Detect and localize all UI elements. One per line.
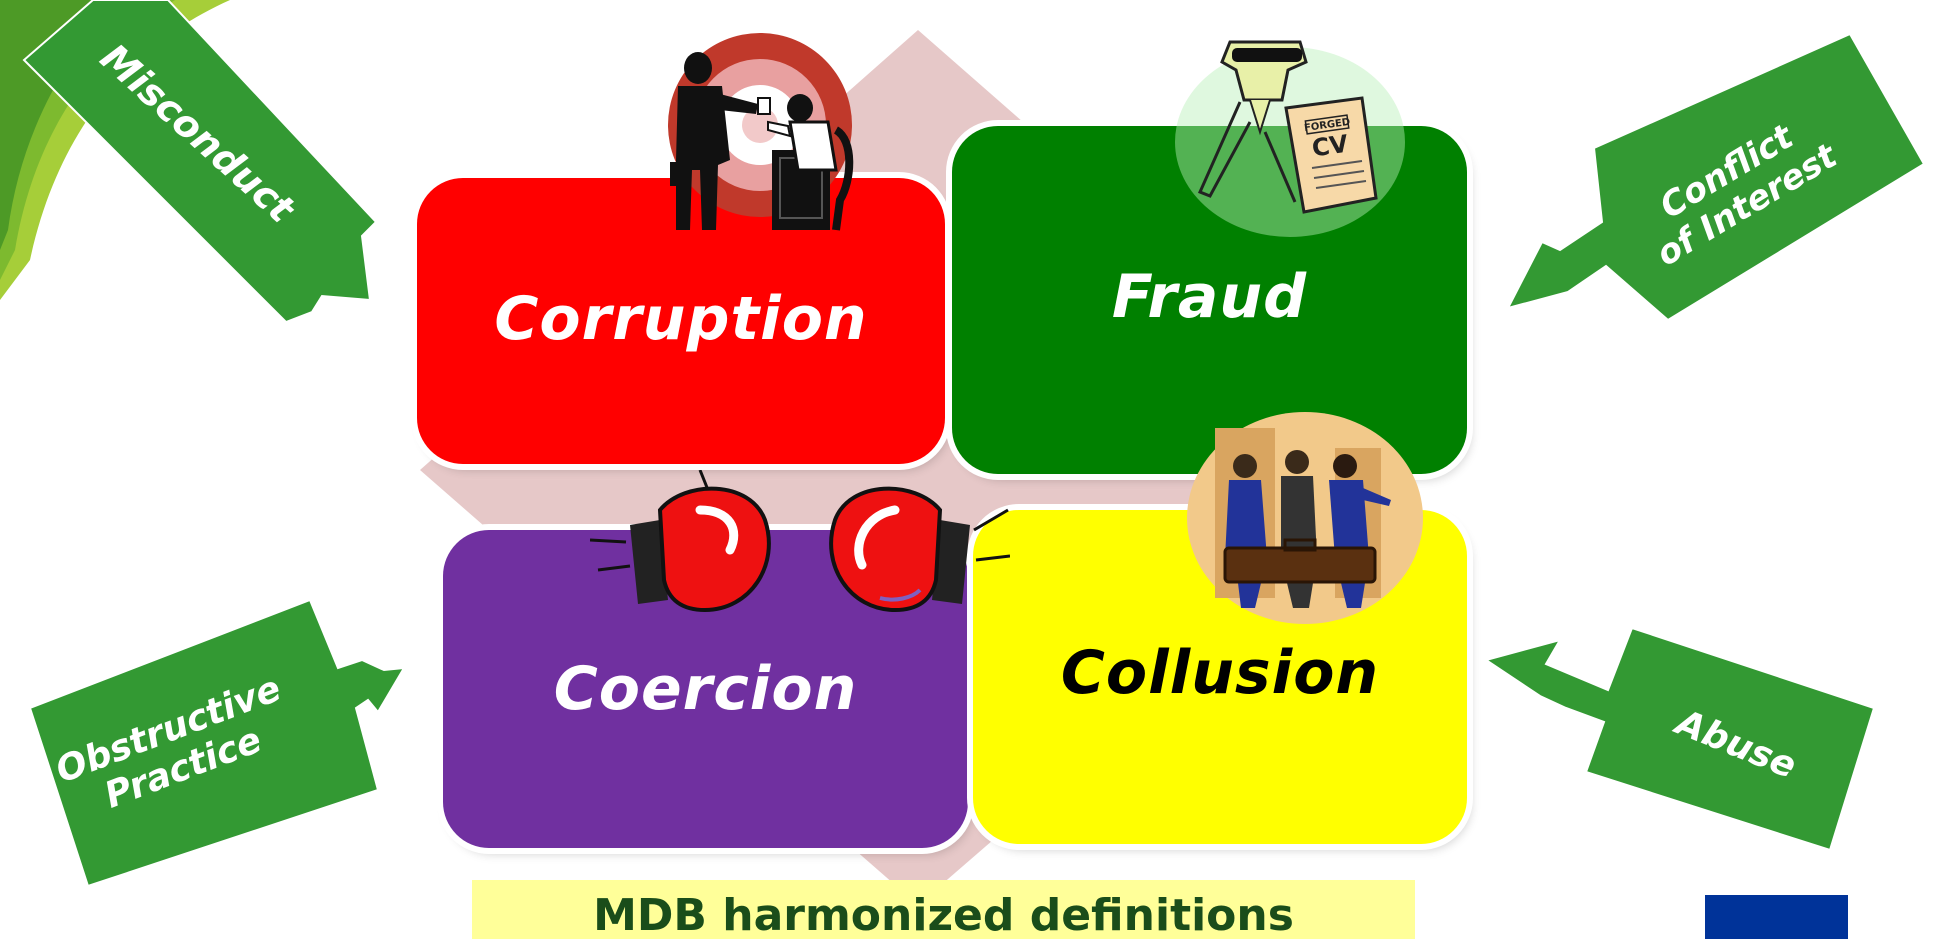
cv-text: CV xyxy=(1310,130,1350,163)
misconduct-arrow xyxy=(22,0,378,324)
fraud-box: Fraud xyxy=(952,126,1467,474)
corruption-label: Corruption xyxy=(494,284,868,354)
collusion-label: Collusion xyxy=(1060,638,1380,708)
forged-cv-crocodile-icon: FORGED CV xyxy=(1175,40,1405,237)
footer-banner: MDB harmonized definitions xyxy=(472,880,1415,941)
business-people-briefcase-icon xyxy=(1187,412,1423,624)
corner-logo xyxy=(1705,895,1848,939)
bribery-handshake-icon xyxy=(668,33,854,231)
obstructive-practice-arrow xyxy=(28,598,406,888)
footer-title: MDB harmonized definitions xyxy=(593,890,1294,941)
abuse-arrow xyxy=(1483,626,1876,852)
fraud-label: Fraud xyxy=(1111,262,1308,332)
conflict-of-interest-arrow xyxy=(1506,32,1926,322)
boxing-gloves-icon xyxy=(590,470,1010,613)
coercion-label: Coercion xyxy=(553,654,858,724)
